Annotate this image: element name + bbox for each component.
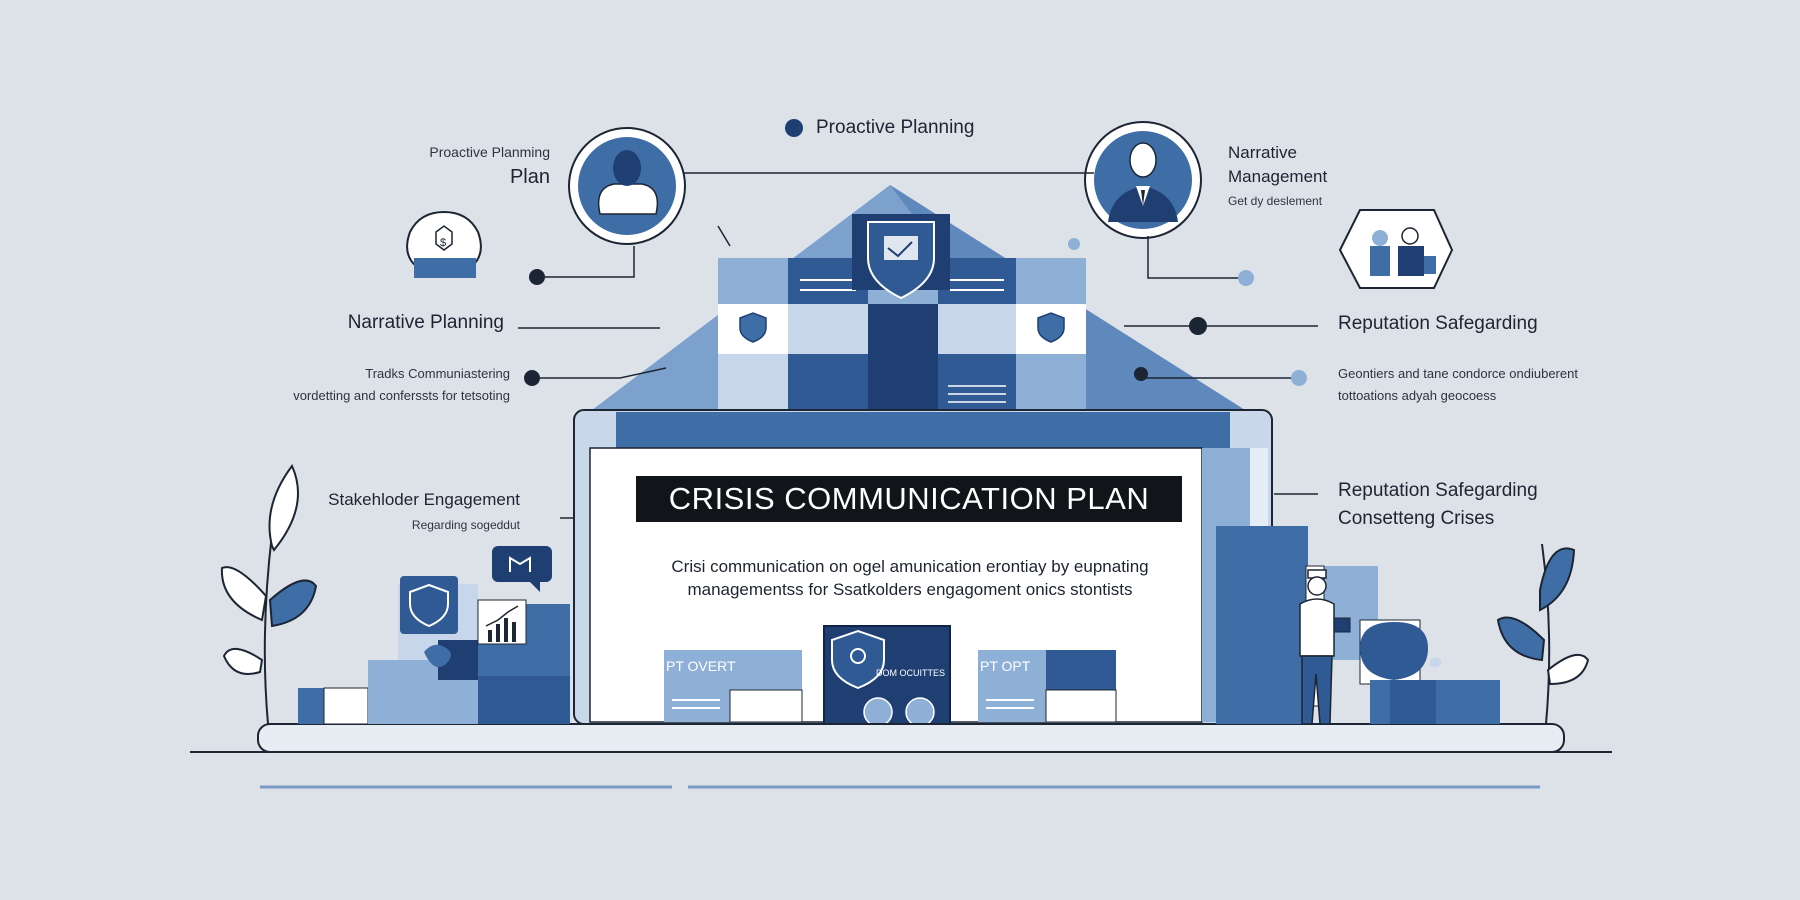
screen-description-line1: Crisi communication on ogel amunication … bbox=[671, 557, 1149, 576]
label-stakeholder-sub: Regarding sogeddut bbox=[411, 518, 520, 532]
right-blocks bbox=[1216, 526, 1500, 724]
label-right-small-line1: Geontiers and tane condorce ondiuberent bbox=[1338, 366, 1578, 381]
emblem-shield-icon bbox=[852, 214, 950, 300]
label-reputation-bottom-line1: Reputation Safegarding bbox=[1338, 480, 1538, 501]
connector-dot bbox=[1134, 367, 1148, 381]
shield-icon bbox=[1037, 312, 1065, 343]
label-left-small-line1: Tradks Communiastering bbox=[365, 366, 510, 381]
label-left-small-line2: vordetting and conferssts for tetsoting bbox=[293, 388, 510, 403]
businessman-avatar-icon bbox=[1084, 121, 1202, 239]
bar-chart-icon bbox=[485, 605, 519, 642]
label-top-right-line2: Management bbox=[1228, 167, 1328, 186]
screen-description-line2: managementss for Ssatkolders engagoment … bbox=[687, 580, 1133, 599]
connector-dot bbox=[1238, 270, 1254, 286]
label-right-small-line2: tottoations adyah geocoess bbox=[1338, 388, 1497, 403]
device-label: DOM OCUITTES bbox=[876, 668, 945, 678]
connector-lines bbox=[518, 172, 1318, 519]
left-plate bbox=[664, 650, 803, 723]
right-plate-label: PT OPT bbox=[980, 658, 1031, 674]
connector-dot bbox=[529, 269, 545, 285]
connector-dot bbox=[1068, 238, 1080, 250]
standing-person-icon bbox=[1299, 569, 1351, 725]
screen-title: CRISIS COMMUNICATION PLAN bbox=[636, 476, 1182, 522]
base-platform bbox=[257, 723, 1565, 753]
left-plate-label: PT OVERT bbox=[666, 658, 736, 674]
plant-icon bbox=[1496, 543, 1590, 725]
connector-dot bbox=[1291, 370, 1307, 386]
label-stakeholder-engagement: Stakehloder Engagement bbox=[328, 490, 520, 509]
screen-description: Crisi communication on ogel amunication … bbox=[620, 555, 1200, 601]
chat-bubble-icon bbox=[424, 546, 552, 668]
label-top-left-line1: Proactive Planming bbox=[429, 144, 550, 160]
right-plate bbox=[978, 650, 1117, 723]
shield-icon bbox=[400, 576, 458, 634]
connector-dot bbox=[785, 119, 803, 137]
person-avatar-icon bbox=[568, 127, 686, 245]
label-narrative-planning: Narrative Planning bbox=[347, 312, 504, 333]
label-top-center: Proactive Planning bbox=[816, 117, 975, 138]
team-badge-icon bbox=[1338, 209, 1454, 289]
label-top-right-sub: Get dy deslement bbox=[1228, 194, 1323, 208]
svg-text:$: $ bbox=[440, 237, 446, 249]
money-badge-icon: $ bbox=[406, 210, 482, 278]
label-top-left-line2: Plan bbox=[509, 166, 550, 188]
plant-icon bbox=[220, 464, 318, 725]
connector-dot bbox=[524, 370, 540, 386]
connector-dot bbox=[1189, 317, 1207, 335]
label-reputation-top: Reputation Safegarding bbox=[1338, 313, 1538, 334]
label-top-right-line1: Narrative bbox=[1228, 143, 1297, 162]
label-reputation-bottom-line2: Consetteng Crises bbox=[1338, 508, 1495, 529]
shield-icon bbox=[739, 312, 767, 343]
